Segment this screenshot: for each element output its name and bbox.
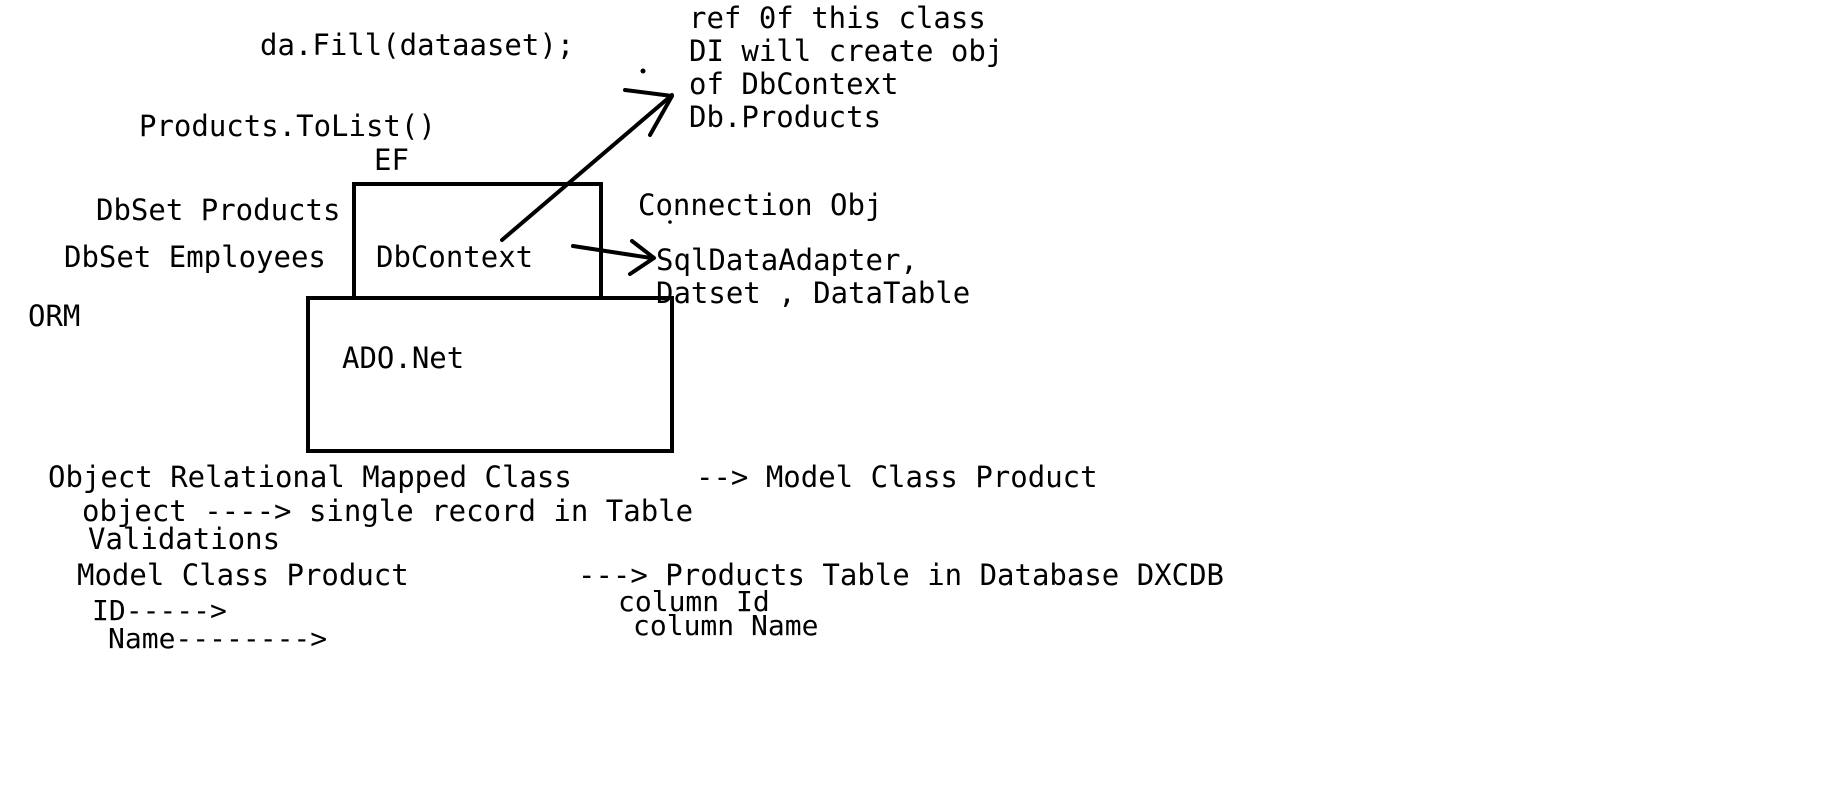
object-record-note: object ----> single record in Table <box>82 494 694 528</box>
datasets-label: Datset , DataTable <box>656 276 971 310</box>
dbcontext-label: DbContext <box>376 240 534 274</box>
dbset-products-label: DbSet Products <box>96 193 341 227</box>
id-arrow-note: ID-----> <box>92 594 227 627</box>
model-class-product-note: Model Class Product <box>77 558 409 592</box>
di-note-line-3: of DbContext <box>689 67 899 101</box>
dbset-employees-label: DbSet Employees <box>64 240 326 274</box>
da-fill-code: da.Fill(dataaset); <box>260 28 575 62</box>
sqldataadapter-label: SqlDataAdapter, <box>656 243 918 277</box>
validations-note: Validations <box>88 522 281 556</box>
adonet-box <box>306 296 674 453</box>
di-note-line-1: ref 0f this class <box>689 1 986 35</box>
connection-obj-label: Connection Obj <box>638 188 883 222</box>
stray-dot <box>640 68 646 74</box>
orm-class-note: Object Relational Mapped Class <box>48 460 572 494</box>
products-tolist-code: Products.ToList() <box>139 109 436 143</box>
column-name-note: column Name <box>633 609 819 642</box>
model-class-arrow-note: --> Model Class Product <box>696 460 1098 494</box>
adonet-label: ADO.Net <box>342 341 465 375</box>
column-id-note: column Id <box>618 585 770 618</box>
di-note-line-2: DI will create obj <box>689 34 1004 68</box>
ef-label: EF <box>374 143 409 177</box>
name-arrow-note: Name--------> <box>108 622 328 655</box>
products-table-arrow-note: ---> Products Table in Database DXCDB <box>578 558 1225 592</box>
orm-label: ORM <box>28 299 81 333</box>
di-note-line-4: Db.Products <box>689 100 882 134</box>
